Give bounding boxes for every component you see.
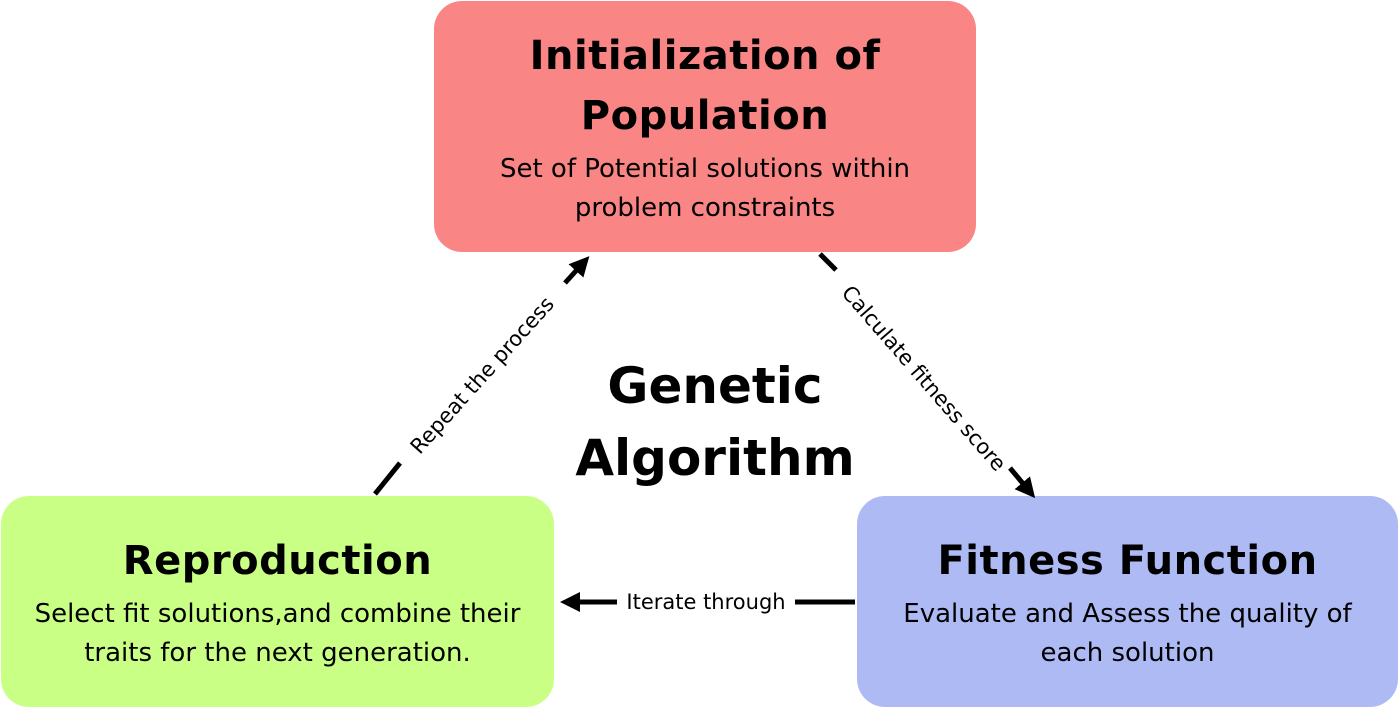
edge-repro-to-init-line-end (563, 256, 590, 285)
node-description-reproduction: Select fit solutions,and combine their t… (34, 598, 521, 668)
node-title-reproduction: Reproduction (122, 537, 433, 584)
edge-label-repeat-process: Repeat the process (406, 292, 559, 458)
node-title-initialization: Initialization of Population (529, 32, 881, 139)
node-initialization-of-population: Initialization of Population Set of Pote… (434, 1, 976, 252)
edge-repro-to-init: Repeat the process (373, 256, 590, 496)
diagram-center-title: Genetic Algorithm (575, 357, 855, 487)
edge-repro-to-init-line-start (373, 461, 402, 496)
edge-label-iterate-through: Iterate through (626, 590, 785, 614)
edge-init-to-fitness-line-end (1008, 466, 1036, 499)
node-reproduction: Reproduction Select fit solutions,and co… (1, 496, 554, 707)
edge-label-calculate-fitness: Calculate fitness score (837, 281, 1011, 476)
node-fitness-function: Fitness Function Evaluate and Assess the… (857, 496, 1398, 707)
edge-init-to-fitness: Calculate fitness score (818, 252, 1036, 499)
edge-fitness-to-repro: Iterate through (560, 590, 855, 614)
node-title-fitness: Fitness Function (937, 537, 1318, 584)
node-description-fitness: Evaluate and Assess the quality of each … (903, 598, 1352, 668)
node-description-initialization: Set of Potential solutions within proble… (499, 153, 911, 223)
edge-init-to-fitness-line-start (818, 252, 838, 272)
